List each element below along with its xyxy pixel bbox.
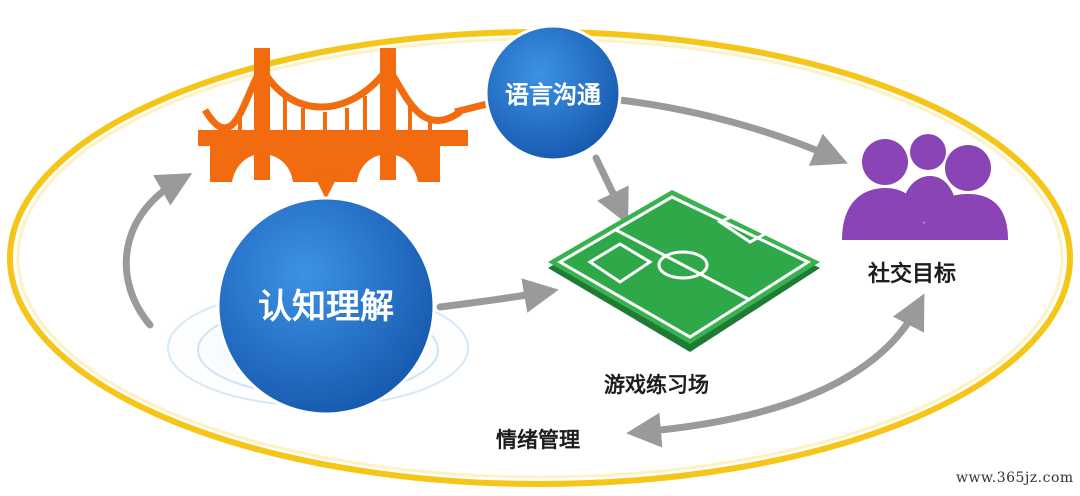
people-group-icon xyxy=(842,134,1008,240)
arrow-emotion-social xyxy=(626,293,925,448)
arrow-language-to-social xyxy=(616,96,848,166)
node-language-label: 语言沟通 xyxy=(505,81,601,109)
flow-arrows xyxy=(122,96,925,448)
node-field-label: 游戏练习场 xyxy=(604,373,709,397)
bridge-icon xyxy=(198,48,468,182)
football-field-icon xyxy=(548,190,820,352)
node-language: 语言沟通 xyxy=(484,24,622,162)
node-social-label: 社交目标 xyxy=(868,262,957,287)
node-emotion-label: 情绪管理 xyxy=(496,428,580,452)
arrow-language-to-field xyxy=(592,154,629,225)
node-cognition-label: 认知理解 xyxy=(258,287,394,327)
arrow-cognition-to-bridge xyxy=(122,173,193,329)
arrow-cognition-to-field xyxy=(436,278,559,313)
node-cognition: 认知理解 xyxy=(216,196,436,416)
watermark: www.365jz.com xyxy=(956,470,1074,486)
